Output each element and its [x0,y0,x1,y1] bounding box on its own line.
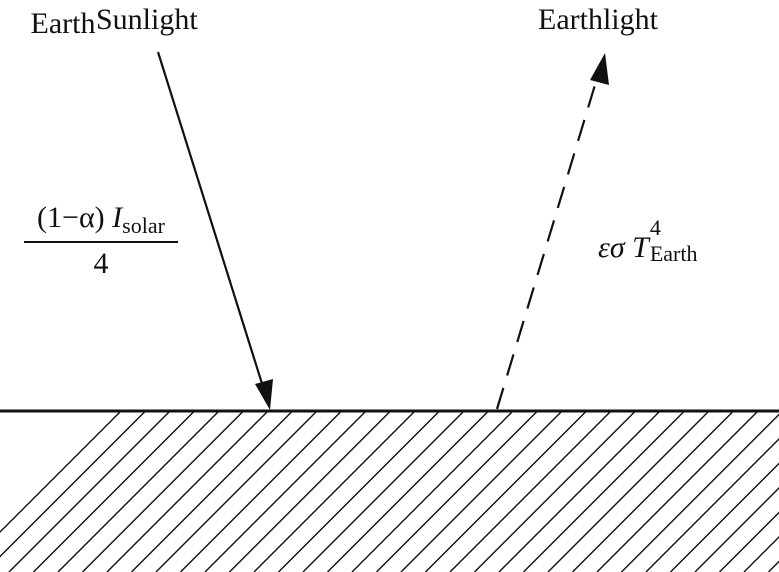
hatch-line [327,411,489,572]
hatch-line [131,411,293,572]
hatch-line [449,411,612,572]
hatch-line [498,411,661,572]
absorbed-flux-formula: (1−α) Isolar 4 [24,203,178,279]
hatch-line [253,411,416,572]
hatch-line [621,413,779,572]
hatch-line [106,411,269,572]
hatch-line [180,411,342,572]
earthlight-arrow [495,53,609,410]
hatch-line [351,411,514,572]
hatch-line [425,411,587,572]
earth-label: Earth [0,0,126,48]
albedo-factor: (1−α) [37,201,113,234]
hatch-line [670,462,779,572]
temperature-subscript: Earth [649,241,698,266]
hatch-line [768,560,779,572]
hatch-line [0,411,122,533]
hatch-line [33,411,195,572]
ground-hatching [0,411,779,572]
hatch-line [155,411,318,572]
hatch-line [572,411,734,572]
hatch-line [743,536,779,572]
hatch-line [229,411,391,572]
hatch-line [694,487,779,572]
hatch-line [474,411,636,572]
solar-intensity-symbol: I [112,201,123,234]
solar-intensity-subscript: solar [122,213,165,238]
hatch-line [278,411,440,572]
earthlight-arrowhead [590,53,609,85]
sunlight-label: Sunlight [96,3,198,36]
hatch-line [645,438,779,572]
emissivity-sigma: εσ [598,231,633,264]
absorbed-flux-denominator: 4 [93,247,109,280]
hatch-line [57,411,220,572]
hatch-line [719,511,779,572]
hatch-line [547,411,710,572]
hatch-line [523,411,685,572]
earth-temperature-symbol: T [632,231,649,264]
sunlight-arrowhead [255,379,273,410]
hatch-line [8,411,171,572]
hatch-line [596,411,759,572]
hatch-line [204,411,367,572]
temperature-exponent: 4 [649,215,661,240]
hatch-line [400,411,563,572]
fraction-bar [24,241,178,243]
hatch-line [82,411,244,572]
earthlight-label: Earthlight [538,3,658,36]
sunlight-arrow [156,51,273,410]
hatch-line [302,411,465,572]
hatch-line [0,411,146,558]
absorbed-flux-numerator: (1−α) Isolar [24,203,178,241]
hatch-line [376,411,538,572]
